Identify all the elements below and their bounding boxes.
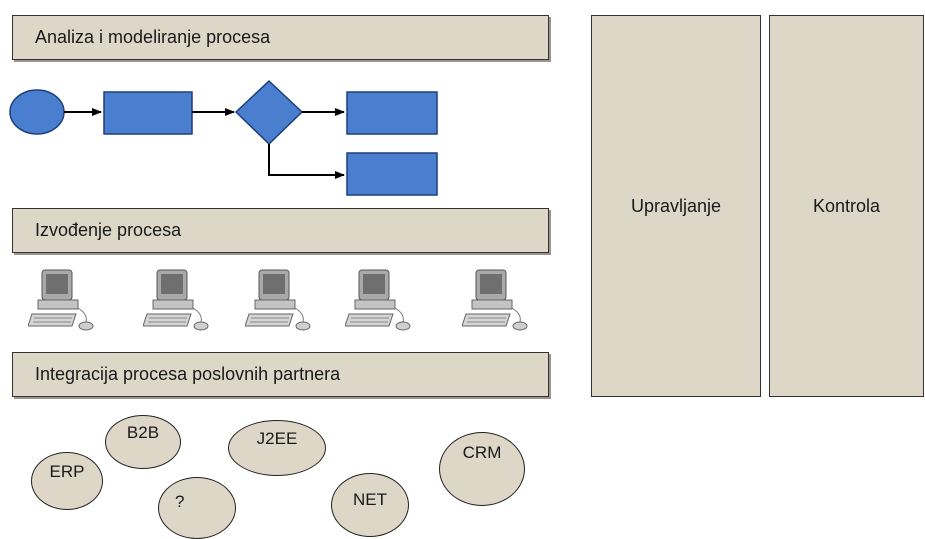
flow-task-1 (103, 91, 193, 135)
workstation-icon (28, 269, 94, 331)
workstation-icon (245, 269, 311, 331)
system-bubble-erp: ERP (31, 452, 103, 510)
workstation-icon (462, 269, 528, 331)
layer-analysis-label: Analiza i modeliranje procesa (35, 27, 271, 47)
management-label: Upravljanje (630, 195, 722, 216)
system-bubble-net: NET (331, 473, 409, 537)
control-label: Kontrola (812, 195, 881, 216)
process-flow-diagram (9, 79, 438, 196)
system-bubble-b2b: B2B (105, 415, 181, 469)
layer-integration-label: Integracija procesa poslovnih partnera (35, 364, 341, 384)
system-bubble-unknown: ? (158, 477, 236, 539)
flow-decision-gateway (234, 79, 304, 146)
flow-task-2 (346, 91, 438, 135)
control-column: Kontrola (769, 15, 924, 397)
workstation-icon (345, 269, 411, 331)
layer-execution-label: Izvođenje procesa (35, 220, 182, 240)
system-bubble-j2ee: J2EE (228, 420, 326, 476)
layer-analysis-bar: Analiza i modeliranje procesa (12, 15, 549, 60)
layer-execution-bar: Izvođenje procesa (12, 208, 549, 253)
workstation-icon (143, 269, 209, 331)
layer-integration-bar: Integracija procesa poslovnih partnera (12, 352, 549, 397)
management-column: Upravljanje (591, 15, 761, 397)
system-bubble-crm: CRM (439, 432, 525, 506)
flow-arrow-4 (268, 144, 345, 179)
flow-start-event (9, 89, 65, 135)
flow-task-3 (346, 152, 438, 196)
